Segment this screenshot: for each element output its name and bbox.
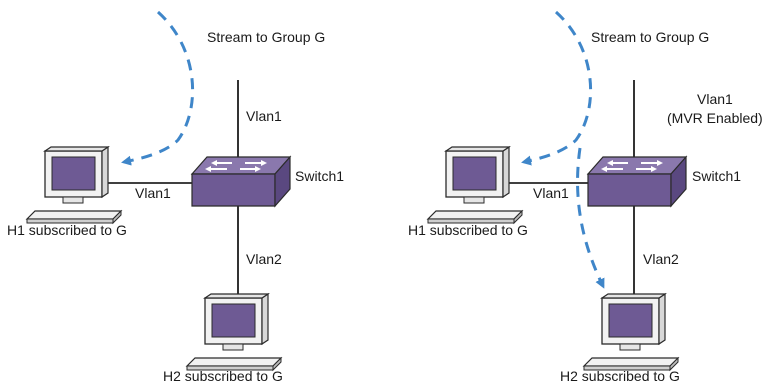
right-stream-arrow-h1 bbox=[521, 10, 592, 166]
right-panel: Stream to Group G Vlan1 (MVR Enabled) Sw… bbox=[408, 10, 763, 384]
left-stream-arrow bbox=[121, 10, 194, 166]
right-stream-arrow-h2 bbox=[576, 147, 605, 289]
right-h1-caption: H1 subscribed to G bbox=[408, 222, 528, 238]
right-switch-icon bbox=[587, 156, 687, 207]
left-h1-caption: H1 subscribed to G bbox=[7, 222, 127, 238]
right-h1-link-label: Vlan1 bbox=[533, 185, 569, 201]
left-h1-computer-icon bbox=[26, 146, 122, 224]
right-uplink-vlan-label: Vlan1 bbox=[697, 91, 733, 107]
right-h2-caption: H2 subscribed to G bbox=[560, 368, 680, 384]
right-h2-computer-icon bbox=[583, 293, 679, 371]
left-h2-computer-icon bbox=[186, 293, 282, 371]
left-panel: Stream to Group G Vlan1 Switch1 Vlan1 H1… bbox=[7, 10, 344, 384]
left-h1-link-label: Vlan1 bbox=[135, 185, 171, 201]
right-uplink-vlan-note: (MVR Enabled) bbox=[667, 110, 763, 126]
left-switch-label: Switch1 bbox=[295, 168, 344, 184]
right-h2-link-label: Vlan2 bbox=[643, 251, 679, 267]
left-h2-caption: H2 subscribed to G bbox=[163, 368, 283, 384]
right-stream-label: Stream to Group G bbox=[591, 29, 709, 45]
left-uplink-vlan-label: Vlan1 bbox=[246, 108, 282, 124]
left-stream-label: Stream to Group G bbox=[207, 29, 325, 45]
right-switch-label: Switch1 bbox=[692, 168, 741, 184]
left-h2-link-label: Vlan2 bbox=[246, 251, 282, 267]
right-h1-computer-icon bbox=[427, 146, 523, 224]
left-switch-icon bbox=[191, 156, 291, 207]
